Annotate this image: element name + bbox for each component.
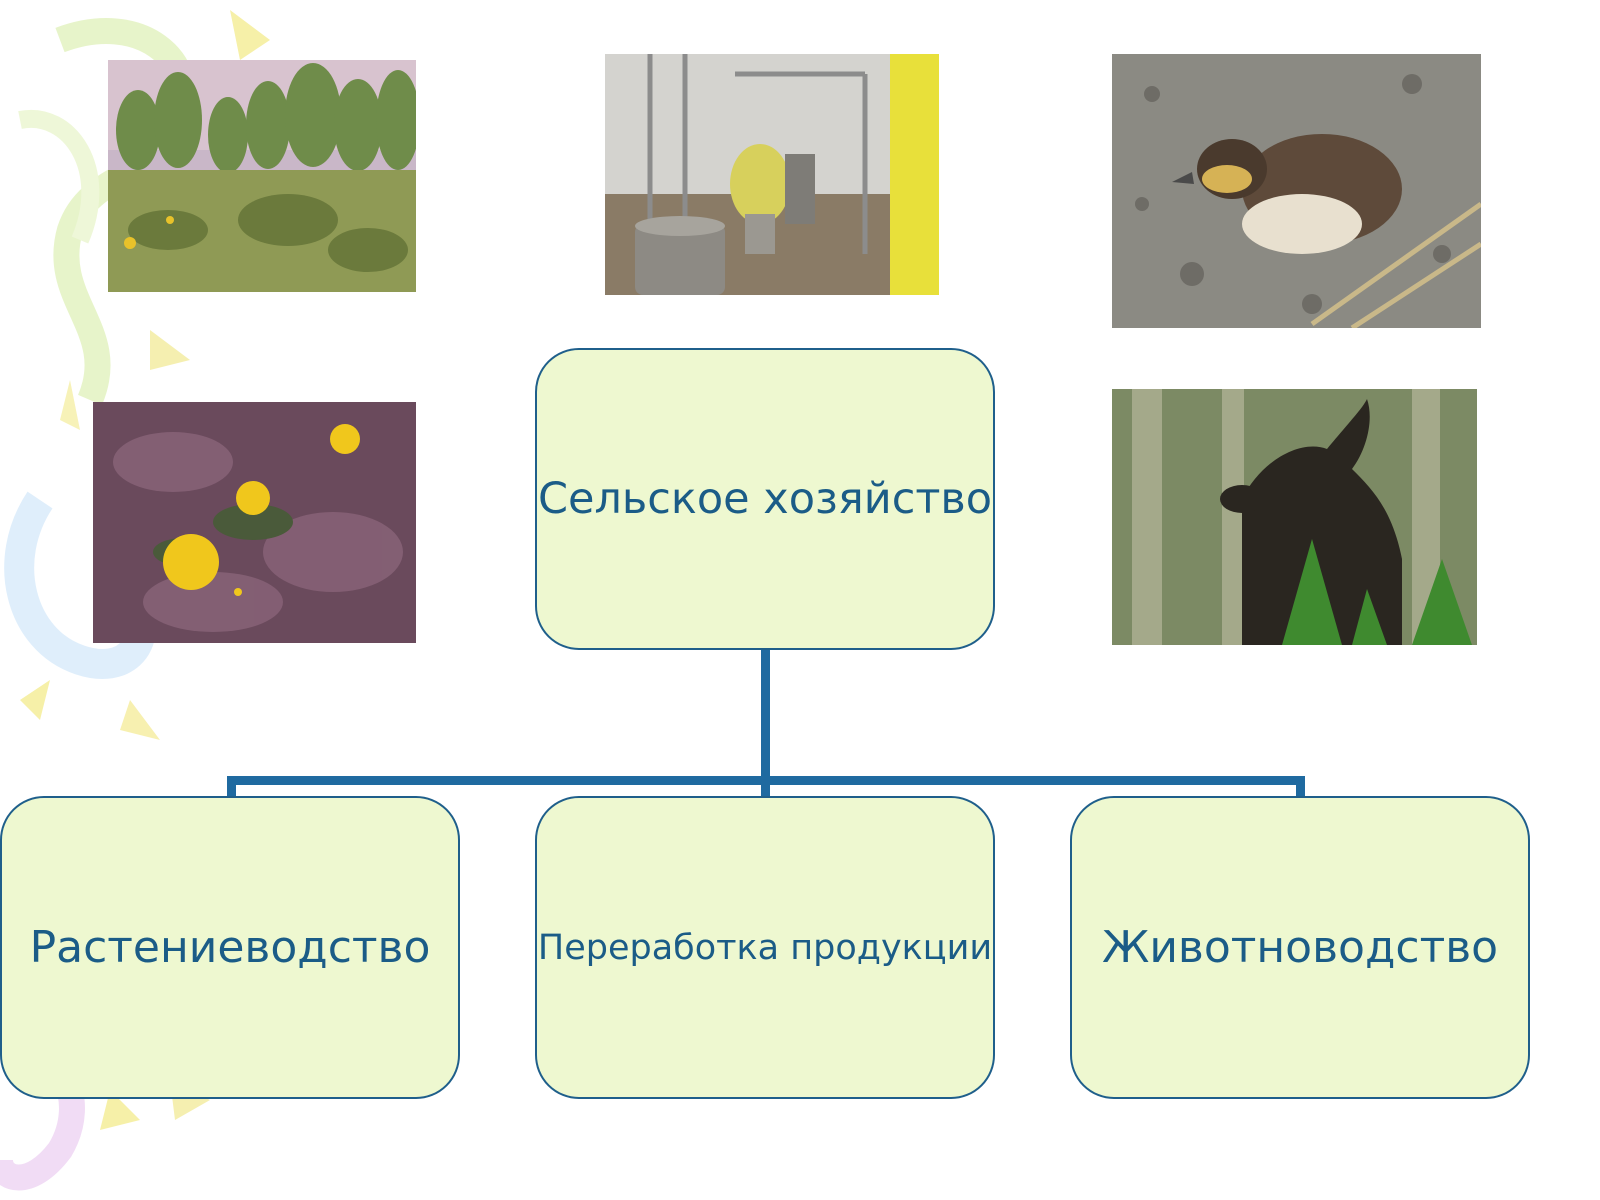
dandelions-photo [93, 402, 416, 643]
child-node-label: Растениеводство [29, 922, 431, 973]
child-node-animal-husbandry: Животноводство [1070, 796, 1530, 1099]
connector-left-drop [227, 776, 236, 796]
root-node: Сельское хозяйство [535, 348, 995, 650]
connector-right-drop [1296, 776, 1305, 796]
child-node-product-processing: Переработка продукции [535, 796, 995, 1099]
child-node-label: Переработка продукции [537, 927, 993, 968]
connector-middle-drop [761, 776, 770, 796]
moose-photo [1112, 389, 1477, 645]
child-node-crop-production: Растениеводство [0, 796, 460, 1099]
child-node-label: Животноводство [1101, 922, 1499, 973]
root-connector-vertical [761, 648, 770, 776]
meadow-forest-photo [108, 60, 416, 292]
root-node-label: Сельское хозяйство [537, 474, 993, 524]
duckling-photo [1112, 54, 1481, 328]
dairy-processing-equipment-photo [605, 54, 939, 295]
